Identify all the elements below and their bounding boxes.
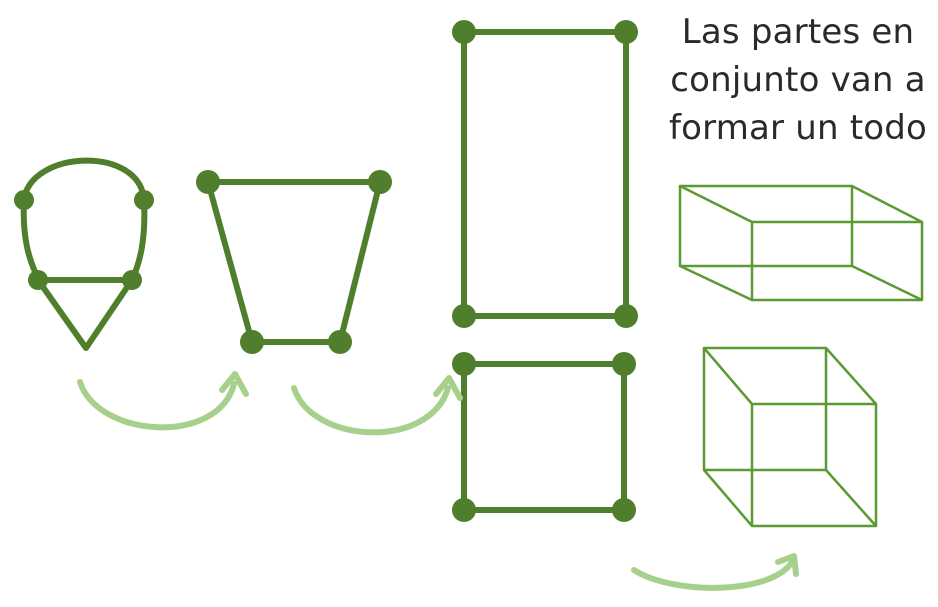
vertex-dot — [612, 498, 636, 522]
square-outline — [461, 361, 627, 513]
arrow-rectangles-to-solids — [631, 553, 799, 591]
caption-line-2: conjunto van a — [670, 60, 926, 100]
curved-arrows — [77, 371, 799, 591]
vertex-dot — [240, 330, 264, 354]
caption-line-3: formar un todo — [668, 108, 928, 148]
arrow-shaft — [77, 379, 237, 431]
vertex-dot — [14, 190, 34, 210]
prism-edge — [679, 184, 753, 224]
vertex-dot — [614, 20, 638, 44]
vertex-dot — [452, 352, 476, 376]
teardrop-arc — [21, 157, 147, 203]
wireframe-cube — [702, 346, 878, 528]
teardrop-vertices — [14, 190, 154, 290]
teardrop-point — [35, 277, 135, 351]
arrow-head — [775, 553, 799, 577]
vertex-dot — [196, 170, 220, 194]
cube-edge — [825, 347, 877, 405]
cube-edge — [825, 469, 877, 527]
trapezoid-vertices — [196, 170, 392, 354]
square-shape — [452, 352, 636, 522]
arrow-trapezoid-to-rectangles — [291, 375, 463, 436]
teardrop-shape — [20, 157, 148, 351]
arrow-teardrop-to-trapezoid — [77, 371, 249, 431]
cube-back-face — [702, 346, 828, 472]
arrow-head — [433, 375, 463, 401]
trapezoid-shape — [196, 170, 392, 354]
vertex-dot — [122, 270, 142, 290]
vertex-dot — [134, 190, 154, 210]
tall-rectangle-vertices — [452, 20, 638, 328]
vertex-dot — [612, 352, 636, 376]
vertex-dot — [614, 304, 638, 328]
arrow-head — [219, 371, 249, 397]
vertex-dot — [368, 170, 392, 194]
teardrop-right-side — [129, 197, 148, 283]
cube-edge — [703, 469, 753, 527]
prism-edge — [679, 264, 753, 302]
arrow-shaft — [631, 559, 795, 591]
caption-line-1: Las partes en — [681, 12, 915, 52]
caption-text: Las partes en conjunto van a formar un t… — [662, 8, 934, 152]
cube-edge — [703, 347, 753, 405]
arrow-shaft — [291, 385, 451, 436]
vertex-dot — [452, 304, 476, 328]
vertex-dot — [452, 498, 476, 522]
tall-rectangle-outline — [461, 29, 629, 319]
vertex-dot — [328, 330, 352, 354]
square-vertices — [452, 352, 636, 522]
prism-edge — [851, 264, 923, 302]
vertex-dot — [28, 270, 48, 290]
trapezoid-outline — [205, 179, 383, 345]
cube-front-face — [750, 402, 878, 528]
prism-edge — [851, 184, 923, 224]
tall-rectangle-shape — [452, 20, 638, 328]
vertex-dot — [452, 20, 476, 44]
wireframe-prism — [678, 184, 924, 302]
teardrop-left-side — [20, 197, 41, 281]
